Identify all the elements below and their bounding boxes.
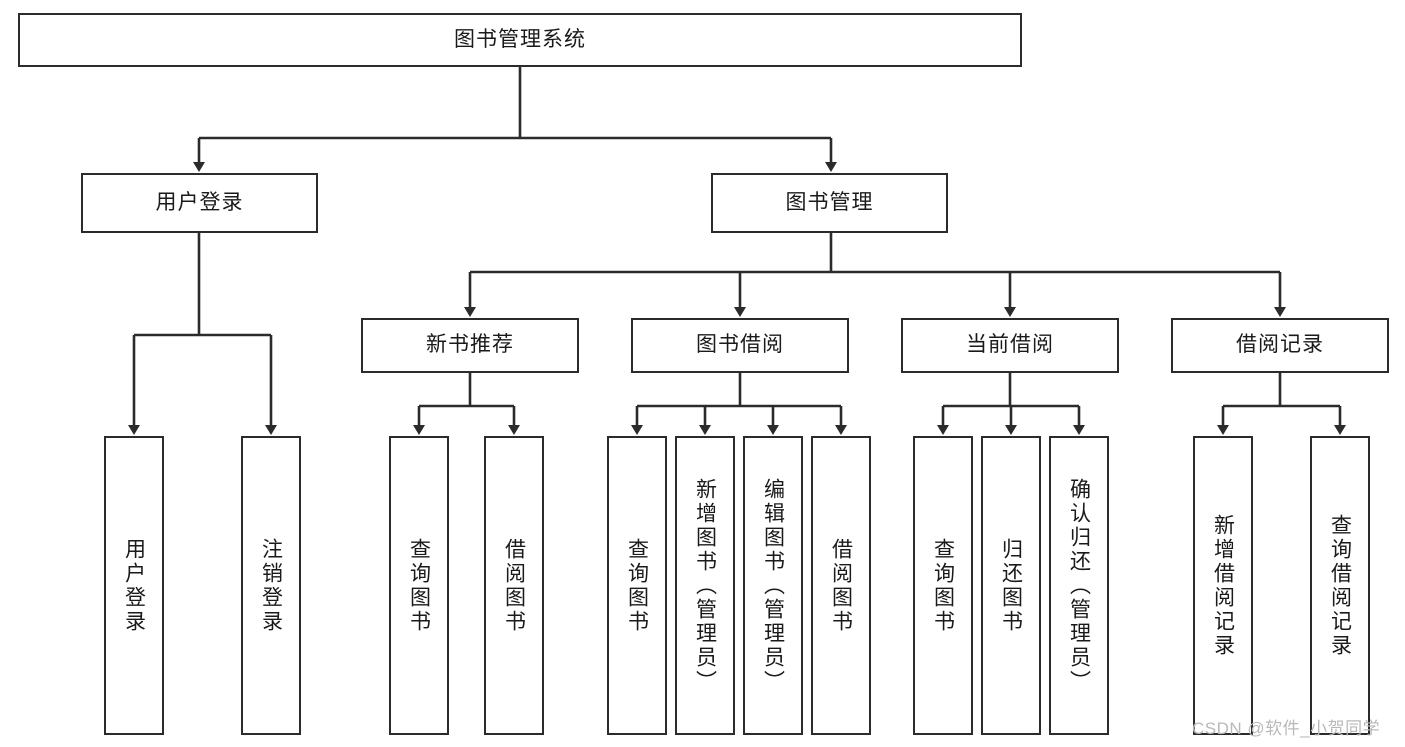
- leaf-borrow-query-book[interactable]: 查询图书: [607, 436, 667, 735]
- leaf-current-query-book[interactable]: 查询图书: [913, 436, 973, 735]
- node-borrow-record[interactable]: 借阅记录: [1171, 318, 1389, 373]
- leaf-current-return-book[interactable]: 归还图书: [981, 436, 1041, 735]
- node-label: 编辑图书（管理员）: [761, 477, 785, 694]
- node-label: 图书借阅: [696, 333, 784, 357]
- leaf-record-query[interactable]: 查询借阅记录: [1310, 436, 1370, 735]
- leaf-user-login-signin[interactable]: 用户登录: [104, 436, 164, 735]
- node-label: 当前借阅: [966, 333, 1054, 357]
- node-label: 确认归还（管理员）: [1067, 477, 1091, 694]
- node-label: 新增图书（管理员）: [693, 477, 717, 694]
- node-label: 新增借阅记录: [1211, 513, 1235, 658]
- node-current-borrow[interactable]: 当前借阅: [901, 318, 1119, 373]
- node-label: 归还图书: [999, 537, 1023, 634]
- node-label: 查询图书: [407, 537, 431, 634]
- node-label: 查询图书: [931, 537, 955, 634]
- node-label: 借阅记录: [1236, 333, 1324, 357]
- node-book-borrow[interactable]: 图书借阅: [631, 318, 849, 373]
- leaf-new-book-borrow[interactable]: 借阅图书: [484, 436, 544, 735]
- node-label: 查询图书: [625, 537, 649, 634]
- leaf-borrow-edit-book[interactable]: 编辑图书（管理员）: [743, 436, 803, 735]
- node-label: 图书管理系统: [454, 27, 586, 51]
- node-label: 用户登录: [155, 190, 244, 214]
- leaf-new-book-query[interactable]: 查询图书: [389, 436, 449, 735]
- node-label: 用户登录: [122, 537, 146, 634]
- leaf-borrow-add-book[interactable]: 新增图书（管理员）: [675, 436, 735, 735]
- leaf-borrow-borrow-book[interactable]: 借阅图书: [811, 436, 871, 735]
- node-user-login[interactable]: 用户登录: [81, 173, 318, 233]
- leaf-current-confirm-return[interactable]: 确认归还（管理员）: [1049, 436, 1109, 735]
- node-label: 借阅图书: [829, 537, 853, 634]
- node-root-system[interactable]: 图书管理系统: [18, 13, 1022, 67]
- node-label: 图书管理: [785, 190, 874, 214]
- leaf-user-login-signout[interactable]: 注销登录: [241, 436, 301, 735]
- node-label: 注销登录: [259, 537, 283, 634]
- csdn-watermark: CSDN @软件_小贺同学: [1192, 719, 1381, 738]
- node-book-management[interactable]: 图书管理: [711, 173, 948, 233]
- node-new-book-recommend[interactable]: 新书推荐: [361, 318, 579, 373]
- node-label: 查询借阅记录: [1328, 513, 1352, 658]
- node-label: 借阅图书: [502, 537, 526, 634]
- leaf-record-add[interactable]: 新增借阅记录: [1193, 436, 1253, 735]
- node-label: 新书推荐: [426, 333, 514, 357]
